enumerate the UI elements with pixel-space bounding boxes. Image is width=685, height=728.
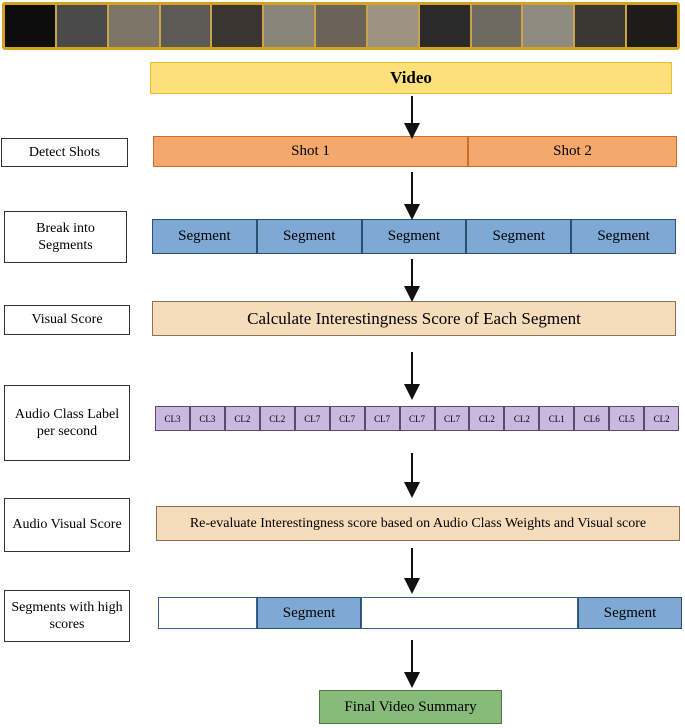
video-filmstrip [2,2,680,50]
segment-box: Segment [578,597,682,629]
audio-label: CL5 [609,406,645,431]
audio-label: CL7 [434,406,470,431]
audio-visual-score-box: Re-evaluate Interestingness score based … [156,506,680,541]
audio-label: CL2 [259,406,295,431]
film-frame [365,5,418,47]
shot-box: Shot 2 [468,136,677,167]
audio-label: CL3 [189,406,225,431]
film-frame [262,5,315,47]
film-frame [5,5,55,47]
segment-box: Segment [152,219,257,254]
film-frame [54,5,107,47]
segment-box: Segment [571,219,676,254]
step-high-scores: Segments with high scores [4,590,130,642]
visual-score-box: Calculate Interestingness Score of Each … [152,301,676,336]
shots-row: Shot 1 Shot 2 [153,136,677,167]
film-frame [314,5,366,47]
film-frame [469,5,522,47]
step-audio-visual: Audio Visual Score [4,498,130,552]
audio-label: CL7 [399,406,435,431]
segment-box: Segment [257,597,361,629]
audio-label: CL7 [329,406,365,431]
film-frame [625,5,677,47]
video-box: Video [150,62,672,94]
segment-box: Segment [466,219,572,254]
audio-label: CL2 [504,406,540,431]
high-score-row: Segment Segment [158,597,682,629]
audio-label: CL3 [155,406,190,431]
audio-label: CL7 [294,406,330,431]
film-frame [210,5,263,47]
step-detect-shots: Detect Shots [1,138,128,167]
audio-label: CL2 [224,406,260,431]
empty-slot [158,597,257,629]
segment-box: Segment [361,219,467,254]
film-frame [158,5,211,47]
film-frame [573,5,626,47]
shot-box: Shot 1 [153,136,468,167]
step-audio-class: Audio Class Label per second [4,385,130,461]
segment-box: Segment [256,219,362,254]
audio-label: CL1 [539,406,575,431]
final-summary-box: Final Video Summary [319,690,502,724]
audio-label: CL2 [469,406,505,431]
audio-label: CL2 [644,406,680,431]
empty-slot [361,597,578,629]
audio-label: CL7 [364,406,400,431]
audio-labels-row: CL3 CL3 CL2 CL2 CL7 CL7 CL7 CL7 CL7 CL2 … [155,406,680,431]
segments-row: Segment Segment Segment Segment Segment [152,219,676,254]
film-frame [417,5,470,47]
audio-label: CL6 [574,406,610,431]
film-frame [106,5,159,47]
step-break-segments: Break into Segments [4,211,127,263]
film-frame [521,5,574,47]
step-visual-score: Visual Score [4,305,130,335]
